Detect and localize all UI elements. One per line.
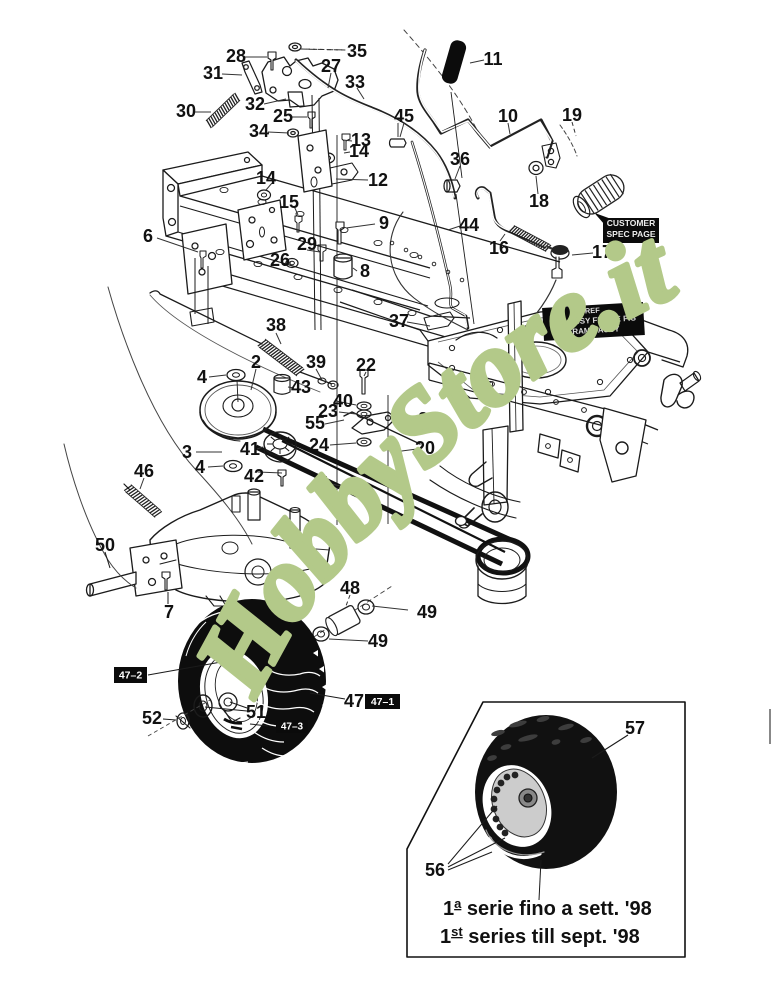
svg-text:56: 56	[425, 860, 445, 880]
svg-text:29: 29	[297, 234, 317, 254]
svg-text:49: 49	[417, 602, 437, 622]
svg-text:33: 33	[345, 72, 365, 92]
svg-text:13: 13	[351, 130, 371, 150]
svg-text:39: 39	[306, 352, 326, 372]
svg-text:46: 46	[134, 461, 154, 481]
svg-text:52: 52	[142, 708, 162, 728]
svg-text:24: 24	[309, 435, 329, 455]
svg-text:18: 18	[529, 191, 549, 211]
svg-text:16: 16	[489, 238, 509, 258]
svg-text:40: 40	[333, 391, 353, 411]
svg-text:SPEC PAGE: SPEC PAGE	[607, 229, 656, 239]
svg-text:30: 30	[176, 101, 196, 121]
svg-text:49: 49	[368, 631, 388, 651]
svg-text:37: 37	[389, 311, 409, 331]
svg-text:REF: REF	[585, 306, 601, 316]
svg-text:4: 4	[197, 367, 207, 387]
svg-text:27: 27	[321, 56, 341, 76]
svg-text:28: 28	[226, 46, 246, 66]
svg-text:38: 38	[266, 315, 286, 335]
svg-text:57: 57	[625, 718, 645, 738]
svg-text:23: 23	[318, 401, 338, 421]
svg-text:51: 51	[246, 702, 266, 722]
svg-text:11: 11	[483, 49, 502, 69]
svg-text:6: 6	[143, 226, 153, 246]
svg-text:4: 4	[195, 457, 205, 477]
svg-text:7: 7	[164, 602, 174, 622]
svg-text:35: 35	[347, 41, 367, 61]
svg-text:22: 22	[356, 355, 376, 375]
svg-text:3: 3	[182, 442, 192, 462]
svg-text:15: 15	[279, 192, 299, 212]
svg-text:1st series till sept. '98: 1st series till sept. '98	[440, 924, 640, 949]
svg-text:2: 2	[251, 352, 261, 372]
svg-text:32: 32	[245, 94, 265, 114]
svg-text:41: 41	[240, 439, 260, 459]
svg-text:14: 14	[256, 168, 276, 188]
svg-text:1: 1	[336, 540, 346, 560]
svg-text:25: 25	[273, 106, 293, 126]
svg-text:10: 10	[498, 106, 518, 126]
svg-text:43: 43	[291, 377, 311, 397]
svg-text:17: 17	[592, 242, 612, 262]
svg-text:19: 19	[562, 105, 582, 125]
svg-text:5: 5	[318, 473, 328, 493]
svg-text:55: 55	[305, 413, 325, 433]
svg-text:1a serie fino a sett. '98: 1a serie fino a sett. '98	[443, 896, 652, 921]
svg-text:50: 50	[95, 535, 115, 555]
svg-text:34: 34	[249, 121, 269, 141]
svg-text:47: 47	[344, 691, 364, 711]
svg-text:31: 31	[203, 63, 223, 83]
svg-text:14: 14	[349, 141, 369, 161]
svg-text:36: 36	[450, 149, 470, 169]
svg-text:44: 44	[459, 215, 479, 235]
svg-text:26: 26	[270, 250, 290, 270]
svg-text:47–3: 47–3	[281, 722, 304, 733]
svg-text:47–2: 47–2	[119, 670, 143, 682]
svg-text:9: 9	[379, 213, 389, 233]
svg-text:20: 20	[415, 438, 435, 458]
svg-text:CUSTOMER: CUSTOMER	[607, 218, 656, 228]
svg-text:FRAME ASSY: FRAME ASSY	[567, 324, 620, 336]
svg-text:47–1: 47–1	[371, 696, 395, 708]
svg-text:48: 48	[340, 578, 360, 598]
svg-text:12: 12	[368, 170, 388, 190]
svg-text:21: 21	[418, 409, 438, 429]
svg-text:8: 8	[360, 261, 370, 281]
svg-text:45: 45	[394, 106, 414, 126]
svg-text:42: 42	[244, 466, 264, 486]
